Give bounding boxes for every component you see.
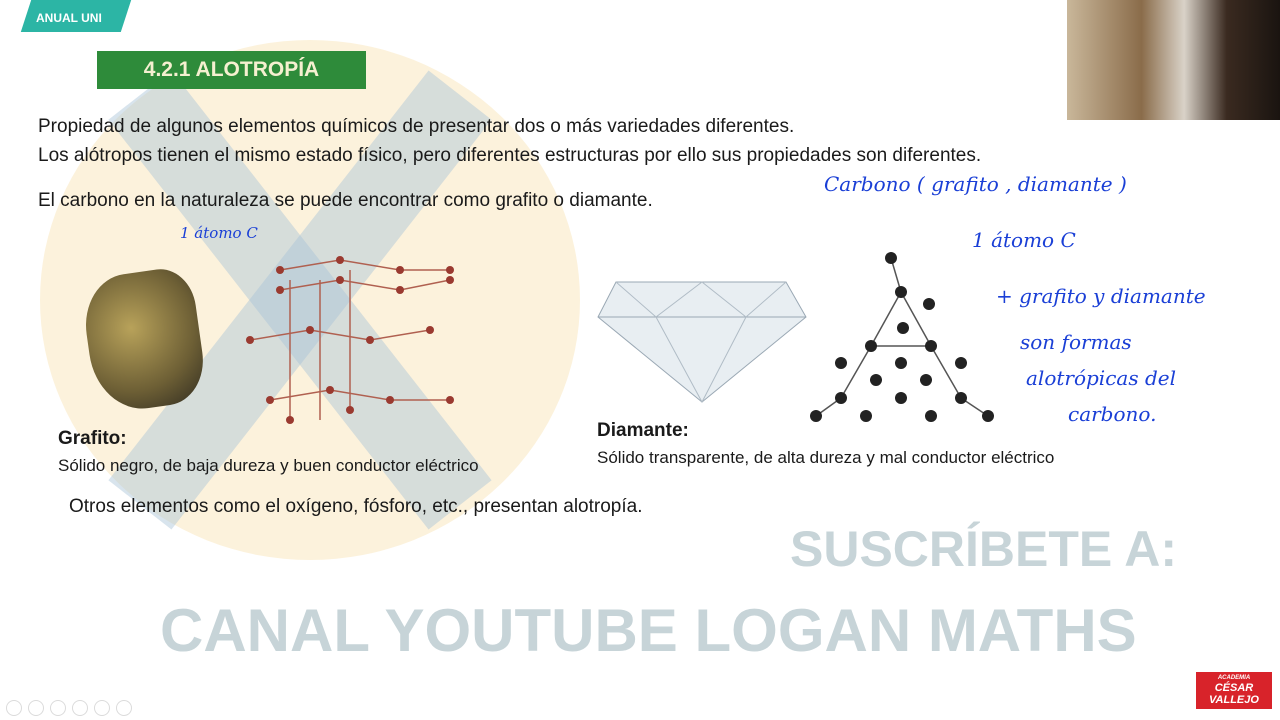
course-tag-label: ANUAL UNI	[36, 11, 102, 25]
prev-icon[interactable]	[6, 700, 22, 716]
next-icon[interactable]	[28, 700, 44, 716]
slides-icon[interactable]	[72, 700, 88, 716]
diamond-image	[597, 281, 807, 404]
diamond-structure-diagram	[810, 252, 994, 422]
annotation-note: carbono.	[1068, 402, 1157, 426]
annotation-atom-graphite: 1 átomo C	[180, 224, 258, 242]
carbon-line: El carbono en la naturaleza se puede enc…	[38, 190, 653, 211]
other-elements-line: Otros elementos como el oxígeno, fósforo…	[69, 496, 643, 517]
annotation-atom-diamond: 1 átomo C	[972, 228, 1076, 252]
diamond-label: Diamante:	[597, 420, 689, 441]
graphite-label: Grafito:	[58, 428, 127, 449]
annotation-note: alotrópicas del	[1026, 366, 1176, 390]
definition-line: Propiedad de algunos elementos químicos …	[38, 116, 795, 137]
section-title: 4.2.1 ALOTROPÍA	[97, 51, 366, 89]
more-icon[interactable]	[116, 700, 132, 716]
annotation-note: + grafito y diamante	[996, 284, 1206, 308]
watermark-subscribe: SUSCRÍBETE A:	[790, 521, 1178, 577]
zoom-icon[interactable]	[94, 700, 110, 716]
definition-line: Los alótropos tienen el mismo estado fís…	[38, 145, 982, 166]
pen-icon[interactable]	[50, 700, 66, 716]
graphite-description: Sólido negro, de baja dureza y buen cond…	[58, 456, 479, 475]
webcam-overlay	[1067, 0, 1280, 120]
graphite-structure-diagram	[246, 256, 454, 424]
slide-controls	[6, 700, 132, 716]
annotation-carbono: Carbono ( grafito , diamante )	[824, 172, 1127, 196]
diamond-description: Sólido transparente, de alta dureza y ma…	[597, 448, 1055, 467]
annotation-note: son formas	[1020, 330, 1132, 354]
watermark-channel: CANAL YOUTUBE LOGAN MATHS	[160, 597, 1137, 664]
